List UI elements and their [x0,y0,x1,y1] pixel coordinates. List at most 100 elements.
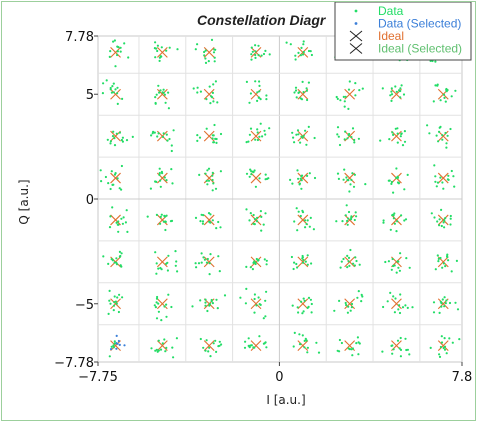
data-point [102,255,105,258]
data-point [162,132,165,135]
data-point [125,139,129,142]
data-point [445,352,448,355]
data-point [353,173,356,176]
data-point [111,206,114,209]
data-point [154,349,157,352]
data-point [302,297,305,300]
data-point [159,222,162,225]
data-point [102,82,105,85]
data-point [207,167,211,170]
data-point [303,346,306,349]
data-point [267,177,270,180]
data-point [403,188,406,191]
data-point [447,174,450,177]
data-point [347,210,351,214]
data-point [208,85,211,88]
data-point [251,50,254,53]
y-tick-label: 7.78 [65,30,94,45]
ideal-point [250,172,262,184]
ideal-point [250,256,262,268]
data-point [170,144,173,147]
data-point [115,302,118,305]
data-point [392,217,395,220]
data-point [265,263,268,266]
data-point [163,305,166,308]
data-point [397,266,400,269]
data-point [212,51,216,54]
data-point [401,144,405,147]
data-point [243,346,247,349]
data-point [388,179,391,182]
ideal-point [250,130,262,142]
data-point [392,191,395,194]
data-point [264,173,267,176]
data-point [260,54,263,57]
data-point [401,306,405,309]
data-point [400,84,403,87]
data-point [444,100,447,103]
data-point [257,258,260,262]
data-point [146,215,149,218]
data-point [208,273,211,276]
data-point [118,187,121,190]
data-point [109,140,112,143]
data-point [249,92,252,95]
ideal-point [156,256,168,268]
data-point [347,305,350,308]
data-point [349,218,353,221]
data-selected-point [115,347,118,350]
data-point [245,80,248,83]
data-point [292,345,295,348]
data-point [397,260,400,263]
data-point [205,339,208,342]
ideal-point [391,298,402,310]
data-point [293,91,296,94]
data-point [165,303,168,306]
data-point [390,87,393,90]
data-point [393,212,396,215]
data-point [108,355,111,358]
data-point [101,92,104,95]
data-point [336,349,339,352]
data-point [357,290,360,293]
data-point [211,178,214,182]
data-point [434,60,437,63]
data-point [116,92,119,95]
data-point [349,183,352,186]
data-point [300,46,303,50]
data-point [118,250,121,253]
data-point [258,90,261,93]
data-point [260,215,263,218]
data-point [220,343,223,346]
data-point [305,339,308,342]
data-point [265,94,268,97]
data-point [160,213,163,216]
data-point [112,309,115,312]
data-point [443,296,446,299]
data-point [390,182,393,185]
data-point [115,132,118,135]
data-point [347,134,350,137]
legend-entry: Ideal [349,29,404,43]
data-point [115,261,118,264]
data-point [315,341,318,344]
data-point [393,222,396,225]
data-point [390,90,393,93]
data-point [113,137,116,140]
data-point [364,183,367,186]
data-point [312,228,315,231]
data-point [201,220,205,223]
data-point [356,336,359,339]
data-point [155,297,159,300]
data-point [392,264,395,268]
data-point [250,58,253,61]
data-point [389,291,392,294]
data-point [155,262,158,265]
data-point [119,264,122,267]
data-point [154,102,157,105]
data-point [302,91,305,94]
data-point [213,56,216,59]
data-point [434,268,437,271]
data-point [305,143,308,146]
data-point [207,179,211,182]
